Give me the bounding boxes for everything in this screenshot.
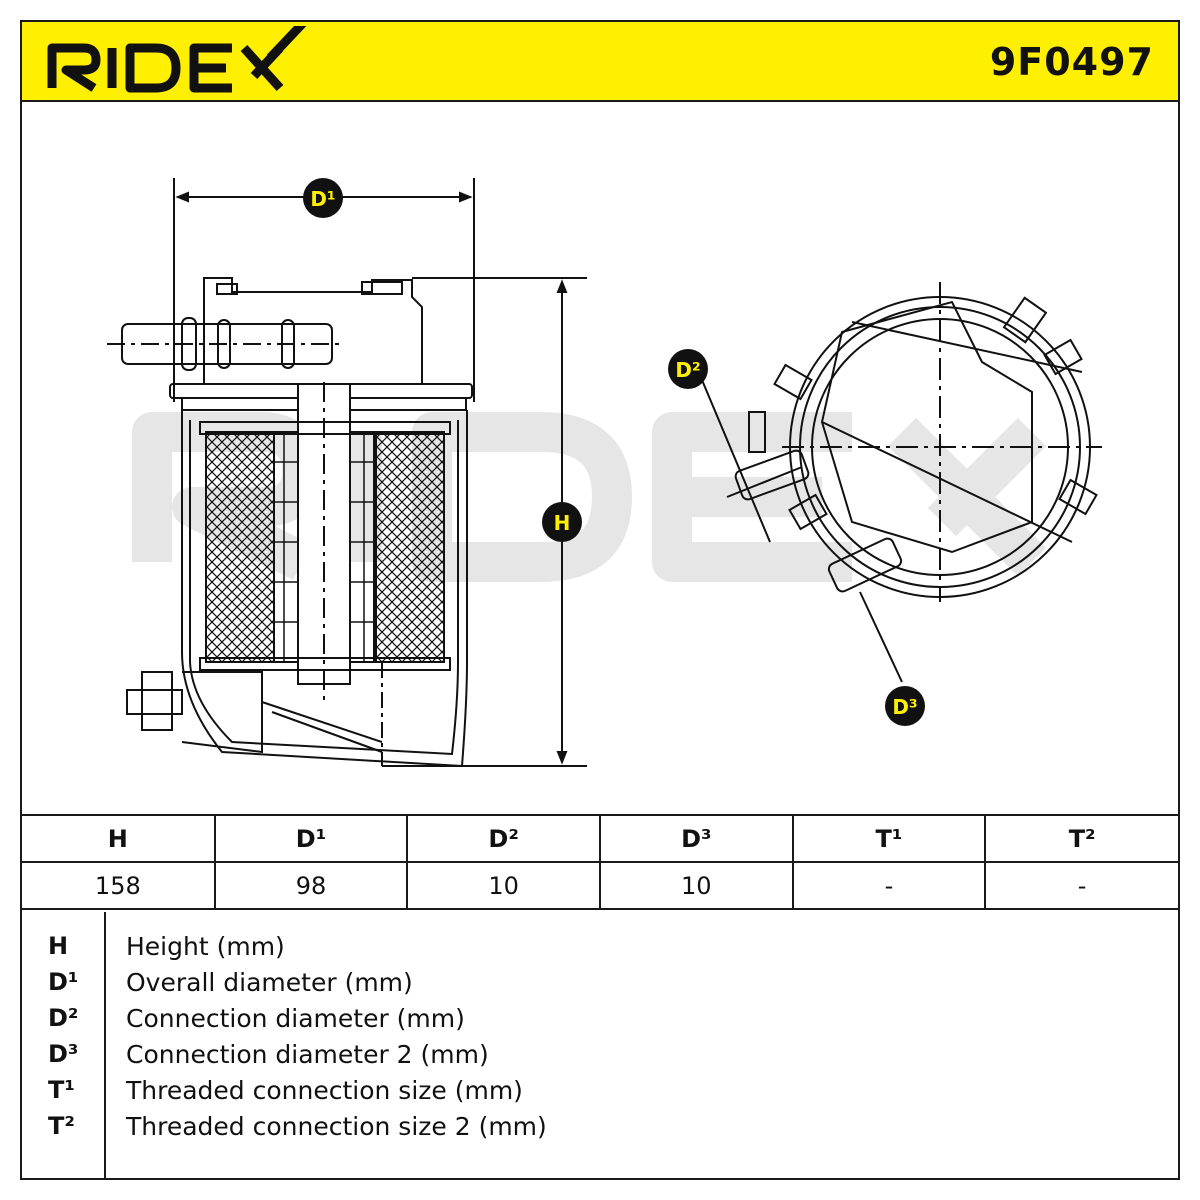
label-h: H [554,511,571,535]
spec-table: H D¹ D² D³ T¹ T² 158 98 10 10 - - [22,814,1178,910]
legend-item: D² Connection diameter (mm) [22,1004,1178,1040]
legend-symbol: T¹ [48,1076,75,1104]
legend-item: T² Threaded connection size 2 (mm) [22,1112,1178,1148]
header-bar: 9F0497 [22,22,1178,102]
legend-symbol: H [48,932,69,960]
badge-d2: D² [668,349,708,389]
legend-symbol: D¹ [48,968,79,996]
spec-header-row: H D¹ D² D³ T¹ T² [22,814,1178,863]
legend-description: Overall diameter (mm) [126,968,413,997]
page-frame: 9F0497 [20,20,1180,1180]
legend-item: H Height (mm) [22,932,1178,968]
technical-drawing: D¹ H D² D³ [107,178,1102,768]
header-h: H [22,814,216,863]
label-d3: D³ [892,695,917,719]
value-d1: 98 [213,861,409,910]
legend-description: Threaded connection size (mm) [126,1076,523,1105]
filter-top-view [701,282,1102,683]
badge-h: H [542,502,582,542]
legend: H Height (mm) D¹ Overall diameter (mm) D… [22,912,1178,1178]
legend-item: T¹ Threaded connection size (mm) [22,1076,1178,1112]
value-h: 158 [22,861,216,910]
filter-side-view [107,178,587,768]
legend-description: Threaded connection size 2 (mm) [126,1112,547,1141]
value-d2: 10 [406,861,601,910]
spec-value-row: 158 98 10 10 - - [22,861,1178,910]
legend-description: Connection diameter (mm) [126,1004,465,1033]
header-t2: T² [984,814,1178,863]
label-d2: D² [675,358,700,382]
value-t2: - [984,861,1178,910]
legend-item: D¹ Overall diameter (mm) [22,968,1178,1004]
legend-description: Connection diameter 2 (mm) [126,1040,489,1069]
badge-d1: D¹ [303,178,343,218]
legend-divider [104,912,106,1178]
legend-symbol: D² [48,1004,79,1032]
legend-symbol: T² [48,1112,75,1140]
part-number: 9F0497 [989,40,1154,84]
header-d2: D² [406,814,601,863]
header-d3: D³ [598,814,794,863]
header-t1: T¹ [791,814,987,863]
value-d3: 10 [598,861,794,910]
legend-symbol: D³ [48,1040,79,1068]
legend-item: D³ Connection diameter 2 (mm) [22,1040,1178,1076]
badge-d3: D³ [885,686,925,726]
header-d1: D¹ [213,814,409,863]
label-d1: D¹ [310,187,335,211]
legend-description: Height (mm) [126,932,285,961]
value-t1: - [791,861,987,910]
ridex-logo [47,26,307,93]
